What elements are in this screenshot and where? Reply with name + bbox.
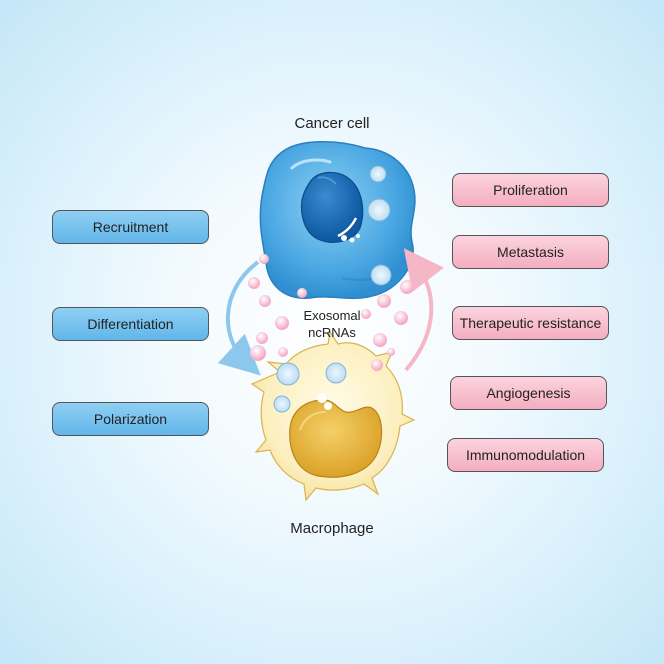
macrophage-title: Macrophage (290, 520, 374, 537)
right-box-proliferation: Proliferation (452, 173, 609, 207)
left-box-polarization: Polarization (52, 402, 209, 436)
right-box-metastasis: Metastasis (452, 235, 609, 269)
right-box-angiogenesis: Angiogenesis (450, 376, 607, 410)
cancer-cell (259, 141, 416, 300)
exosome-dots (248, 254, 414, 371)
right-box-therapeutic-resistance: Therapeutic resistance (452, 306, 609, 340)
arrow-left (217, 260, 261, 376)
center-label-line1: Exosomal (303, 308, 361, 323)
center-label-line2: ncRNAs (308, 325, 356, 340)
exosomal-ncrnas-label: Exosomal ncRNAs (292, 307, 372, 341)
macrophage-cell (250, 330, 416, 502)
cancer-cell-title: Cancer cell (294, 115, 370, 132)
left-box-recruitment: Recruitment (52, 210, 209, 244)
arrow-right (403, 248, 445, 372)
left-box-differentiation: Differentiation (52, 307, 209, 341)
right-box-immunomodulation: Immunomodulation (447, 438, 604, 472)
